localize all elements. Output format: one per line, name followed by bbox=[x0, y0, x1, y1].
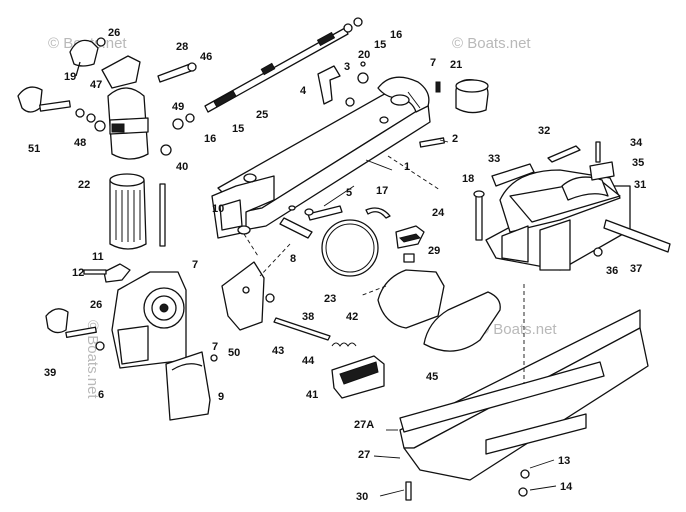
clamp-bracket-assembly bbox=[473, 141, 671, 271]
callout-32: 32 bbox=[538, 125, 550, 137]
callout-7-mid: 7 bbox=[192, 259, 198, 271]
callout-29: 29 bbox=[428, 245, 440, 257]
callout-45: 45 bbox=[426, 371, 438, 383]
callout-7-top: 7 bbox=[430, 57, 436, 69]
callout-17: 17 bbox=[376, 185, 388, 197]
tilt-rod-assembly bbox=[172, 17, 363, 130]
callout-50: 50 bbox=[228, 347, 240, 359]
callout-26-low: 26 bbox=[90, 299, 102, 311]
callout-22: 22 bbox=[78, 179, 90, 191]
callout-42: 42 bbox=[346, 311, 358, 323]
callout-19: 19 bbox=[64, 71, 76, 83]
callout-23: 23 bbox=[324, 293, 336, 305]
callout-38: 38 bbox=[302, 311, 314, 323]
callout-13: 13 bbox=[558, 455, 570, 467]
callout-14: 14 bbox=[560, 481, 573, 493]
plate-50 bbox=[221, 261, 265, 331]
callout-27a: 27A bbox=[354, 419, 374, 431]
clamp-screw-parts bbox=[17, 37, 197, 160]
callout-16-top: 16 bbox=[390, 29, 402, 41]
callout-18: 18 bbox=[462, 173, 474, 185]
callout-8: 8 bbox=[290, 253, 296, 265]
callout-7-low: 7 bbox=[212, 341, 218, 353]
pin-2 bbox=[419, 137, 445, 148]
pin-spring-pad bbox=[265, 293, 385, 399]
callout-2: 2 bbox=[452, 133, 458, 145]
callout-46: 46 bbox=[200, 51, 212, 63]
callout-26-top: 26 bbox=[108, 27, 120, 39]
callout-4: 4 bbox=[300, 85, 307, 97]
callout-12: 12 bbox=[72, 267, 84, 279]
callout-15-top: 15 bbox=[374, 39, 386, 51]
callout-21: 21 bbox=[450, 59, 462, 71]
callout-37: 37 bbox=[630, 263, 642, 275]
callout-48: 48 bbox=[74, 137, 86, 149]
lever-42 bbox=[377, 269, 445, 329]
callout-40: 40 bbox=[176, 161, 188, 173]
callout-3: 3 bbox=[344, 61, 350, 73]
callout-41: 41 bbox=[306, 389, 318, 401]
callout-16-mid: 16 bbox=[204, 133, 216, 145]
adjusting-knob-24 bbox=[395, 225, 425, 263]
callout-30: 30 bbox=[356, 491, 368, 503]
callout-24: 24 bbox=[432, 207, 445, 219]
callout-15-mid: 15 bbox=[232, 123, 244, 135]
callout-6: 6 bbox=[98, 389, 104, 401]
callout-28: 28 bbox=[176, 41, 188, 53]
callout-10: 10 bbox=[212, 203, 224, 215]
callout-31: 31 bbox=[634, 179, 646, 191]
callout-44: 44 bbox=[302, 355, 315, 367]
callout-35: 35 bbox=[632, 157, 644, 169]
spring-parts bbox=[279, 205, 391, 277]
callout-47: 47 bbox=[90, 79, 102, 91]
callout-33: 33 bbox=[488, 153, 500, 165]
callout-51: 51 bbox=[28, 143, 40, 155]
callout-leader-lines bbox=[323, 91, 557, 497]
callout-34: 34 bbox=[630, 137, 643, 149]
callout-25: 25 bbox=[256, 109, 268, 121]
callout-39: 39 bbox=[44, 367, 56, 379]
callout-labels: 1 2 3 4 5 6 7 7 7 8 9 10 11 12 13 14 15 … bbox=[28, 27, 646, 503]
left-housing-parts bbox=[45, 173, 187, 369]
callout-9: 9 bbox=[218, 391, 224, 403]
callout-11: 11 bbox=[92, 251, 104, 263]
housing-cover-9 bbox=[165, 351, 218, 421]
stern-bracket-plate bbox=[399, 309, 649, 501]
reverse-lock-parts bbox=[317, 61, 489, 114]
callout-1: 1 bbox=[404, 161, 410, 173]
cover-45 bbox=[423, 291, 501, 352]
callout-5: 5 bbox=[346, 187, 352, 199]
watermark-bottom-right: © Boats.net bbox=[478, 321, 557, 338]
callout-36: 36 bbox=[606, 265, 618, 277]
assembly-guide-lines bbox=[243, 155, 525, 384]
watermark-bottom-left: © Boats.net bbox=[84, 320, 101, 399]
callout-27: 27 bbox=[358, 449, 370, 461]
callout-43: 43 bbox=[272, 345, 284, 357]
callout-49: 49 bbox=[172, 101, 184, 113]
callout-20: 20 bbox=[358, 49, 370, 61]
watermark-top-right: © Boats.net bbox=[452, 35, 531, 52]
